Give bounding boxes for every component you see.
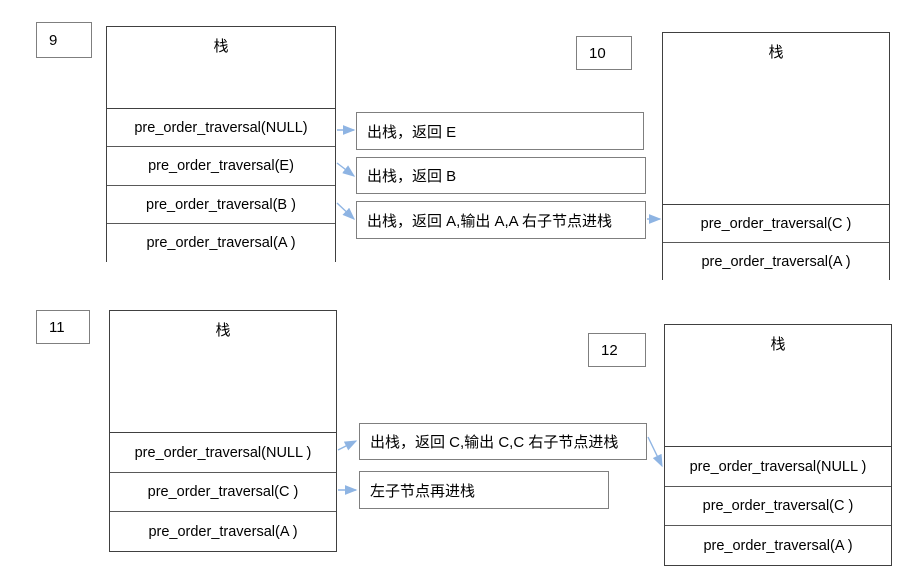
stack-row: pre_order_traversal(B ) bbox=[107, 186, 335, 224]
step-tag-9-label: 9 bbox=[49, 31, 58, 49]
stack-panel-12: 栈 pre_order_traversal(NULL ) pre_order_t… bbox=[664, 324, 892, 566]
arrow-e-to-pop-b bbox=[336, 162, 356, 177]
stack-row: pre_order_traversal(C ) bbox=[665, 487, 891, 526]
stack-row: pre_order_traversal(A ) bbox=[107, 224, 335, 262]
step-tag-10-label: 10 bbox=[589, 44, 606, 62]
step-tag-10: 10 bbox=[576, 36, 632, 70]
step-tag-12: 12 bbox=[588, 333, 646, 367]
stack-row: pre_order_traversal(A ) bbox=[665, 526, 891, 565]
step-tag-12-label: 12 bbox=[601, 341, 618, 359]
stack-row: pre_order_traversal(A ) bbox=[663, 243, 889, 280]
arrow-pop-c-to-panel-12 bbox=[647, 436, 663, 468]
arrow-null-to-pop-c bbox=[337, 440, 358, 451]
stack-panel-11-header: 栈 bbox=[110, 311, 336, 433]
stack-row: pre_order_traversal(C ) bbox=[663, 205, 889, 243]
stack-row: pre_order_traversal(NULL ) bbox=[110, 433, 336, 473]
stack-panel-12-header: 栈 bbox=[665, 325, 891, 447]
arrow-b-to-pop-a bbox=[336, 202, 356, 220]
stack-panel-11: 栈 pre_order_traversal(NULL ) pre_order_t… bbox=[109, 310, 337, 552]
stack-panel-9-header: 栈 bbox=[107, 27, 335, 109]
note-pop-return-b: 出栈，返回 B bbox=[356, 157, 646, 194]
note-pop-return-a: 出栈，返回 A,输出 A,A 右子节点进栈 bbox=[356, 201, 646, 239]
step-tag-9: 9 bbox=[36, 22, 92, 58]
stack-row: pre_order_traversal(NULL) bbox=[107, 109, 335, 147]
stack-panel-10-header: 栈 bbox=[663, 33, 889, 205]
stack-row: pre_order_traversal(E) bbox=[107, 147, 335, 186]
stack-row: pre_order_traversal(NULL ) bbox=[665, 447, 891, 487]
note-left-child-push: 左子节点再进栈 bbox=[359, 471, 609, 509]
step-tag-11: 11 bbox=[36, 310, 90, 344]
stack-row: pre_order_traversal(A ) bbox=[110, 512, 336, 551]
stack-panel-10: 栈 pre_order_traversal(C ) pre_order_trav… bbox=[662, 32, 890, 280]
stack-panel-9: 栈 pre_order_traversal(NULL) pre_order_tr… bbox=[106, 26, 336, 262]
stack-row: pre_order_traversal(C ) bbox=[110, 473, 336, 512]
note-pop-return-e: 出栈，返回 E bbox=[356, 112, 644, 150]
step-tag-11-label: 11 bbox=[49, 318, 65, 336]
note-pop-return-c: 出栈，返回 C,输出 C,C 右子节点进栈 bbox=[359, 423, 647, 460]
